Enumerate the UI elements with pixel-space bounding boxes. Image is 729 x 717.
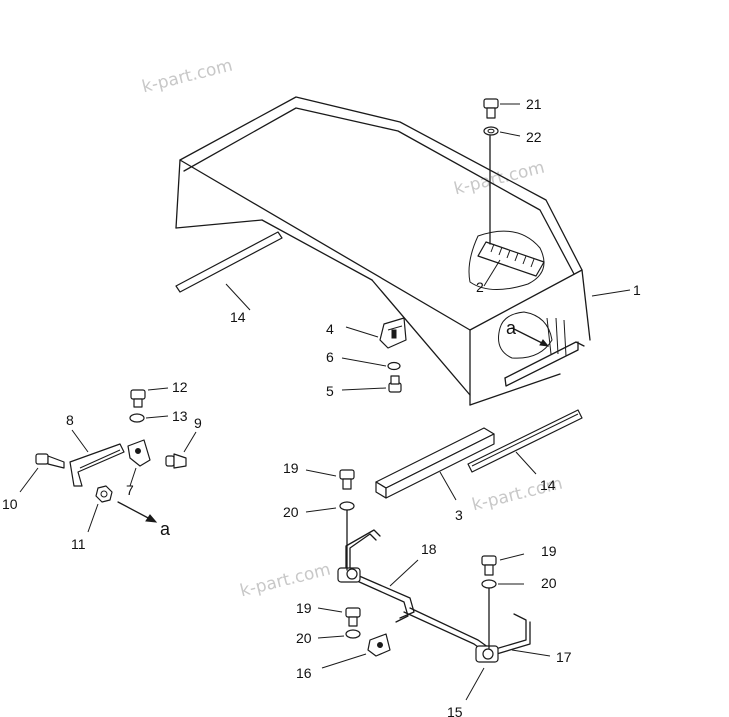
callout-7: 7 [126,482,134,498]
callout-3: 3 [455,507,463,523]
bolt-19-a-part [305,469,355,490]
detail-a-arrow-label: a [160,519,171,539]
bracket-15-left-part [337,567,361,583]
callout-15: 15 [447,704,463,717]
callout-20-c: 20 [296,630,312,646]
bolt-12-part [130,387,169,408]
callout-11: 11 [71,536,86,552]
callout-16: 16 [296,665,312,681]
cushion-3-part [375,427,495,501]
bolt-21-part [483,98,520,119]
callout-19-c: 19 [296,600,312,616]
clip-17-leader [511,649,551,657]
callout-14-right: 14 [540,477,556,493]
callout-6: 6 [326,349,334,365]
callout-1: 1 [633,282,641,298]
callout-14-left: 14 [230,309,246,325]
washer-20-b-part [481,579,524,649]
detail-a-arrow [117,501,158,523]
washer-22-part [483,126,521,137]
cover-part [175,96,591,406]
callout-20-b: 20 [541,575,557,591]
callout-5: 5 [326,383,334,399]
seal-strip-14-left-part [175,231,283,311]
callout-2: 2 [476,279,484,295]
callout-8: 8 [66,412,74,428]
seal-strip-14-right-part [467,409,583,475]
washer-20-a-part [305,501,355,571]
callout-9: 9 [194,415,202,431]
detail-a-marker: a [506,318,517,338]
washer-20-c-part [317,629,361,639]
bracket-15-part [465,645,499,701]
callout-10: 10 [2,496,18,512]
callout-22: 22 [526,129,542,145]
bolt-19-b-part [481,553,525,576]
latch-7-part [127,439,151,487]
callout-19-b: 19 [541,543,557,559]
lever-8-part [69,429,125,487]
bolt-5-part [341,375,402,393]
callout-20-a: 20 [283,504,299,520]
callout-17: 17 [556,649,572,665]
pin-9-part [165,431,197,469]
bracket-16-part [321,633,391,669]
callout-18: 18 [421,541,437,557]
hinge-plate-part [477,135,545,287]
bolt-10-part [19,453,65,493]
callout-13: 13 [172,408,188,424]
washer-13-part [129,413,169,423]
callout-labels: 1 2 3 4 5 6 7 8 9 10 11 12 13 14 14 15 1… [2,96,641,717]
washer-6-part [341,357,401,371]
callout-19-a: 19 [283,460,299,476]
rod-18-part [345,529,531,657]
nut-11-part [87,485,113,533]
callout-4: 4 [326,321,334,337]
bolt-19-c-part [317,607,361,627]
callout-21: 21 [526,96,542,112]
bracket-4-part [345,317,407,349]
callout-12: 12 [172,379,188,395]
